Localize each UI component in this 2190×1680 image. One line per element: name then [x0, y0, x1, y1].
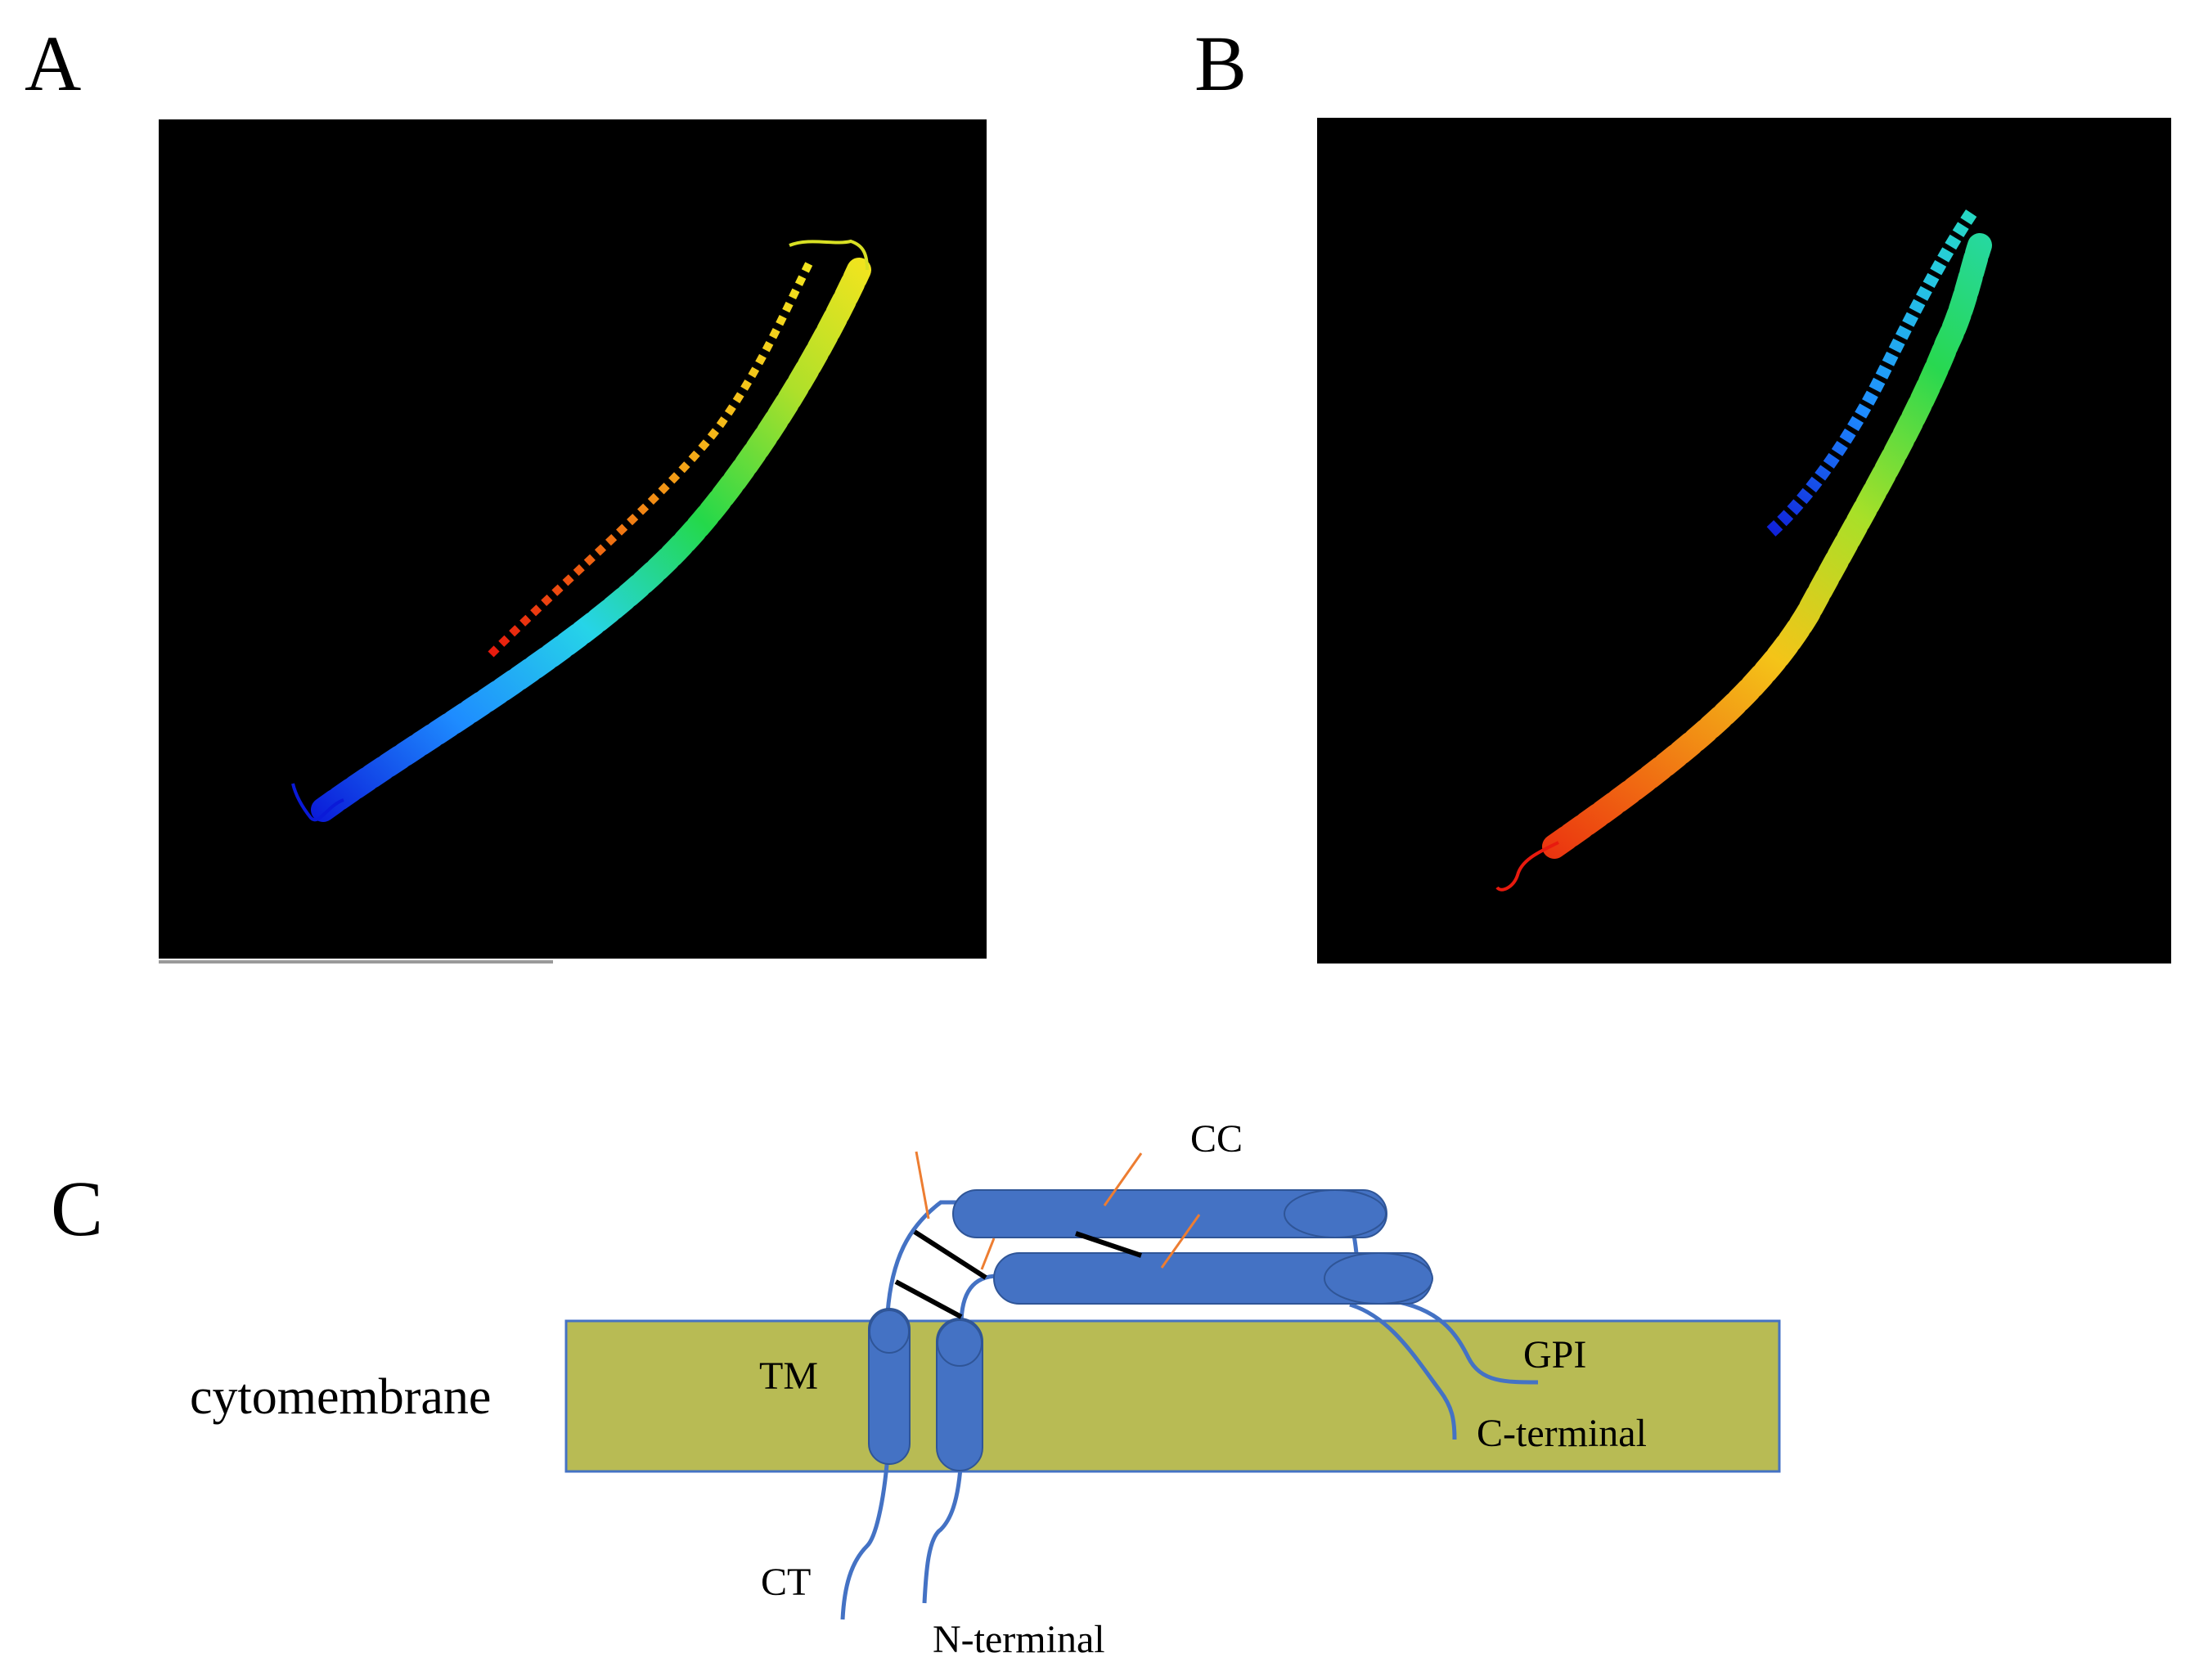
helix-a-loop [789, 239, 869, 271]
helix-a-main [311, 258, 871, 822]
c-terminal-label: C-terminal [1477, 1412, 1647, 1455]
helix-b-main [1542, 233, 1992, 859]
tm-helix-right [936, 1318, 983, 1471]
ct-tail [840, 1455, 890, 1620]
c-terminal-line [1349, 1302, 1457, 1440]
cc-label: CC [1190, 1117, 1243, 1161]
ct-label: CT [761, 1561, 811, 1604]
crosslink-3 [1075, 1231, 1142, 1258]
marker-2 [1103, 1152, 1143, 1206]
gpi-line [1390, 1298, 1539, 1385]
gpi-label: GPI [1523, 1333, 1586, 1377]
tm-helix-left [868, 1308, 911, 1465]
panel-b-label: B [1194, 20, 1247, 107]
helix-a-return [488, 259, 814, 658]
n-terminal-label: N-terminal [933, 1618, 1105, 1661]
tm-label: TM [759, 1354, 818, 1398]
panel-a-label: A [25, 20, 81, 107]
panel-c-label: C [51, 1165, 103, 1252]
crosslink-1 [913, 1229, 987, 1280]
tm-link-left [885, 1200, 961, 1314]
cytomembrane-rect [564, 1319, 1781, 1473]
helix-a-n-tail [291, 783, 344, 822]
marker-3 [1160, 1214, 1201, 1269]
marker-4 [980, 1238, 996, 1270]
structure-a-background [159, 119, 987, 959]
crosslink-2 [894, 1279, 963, 1319]
structure-b-background [1317, 118, 2171, 964]
helix-b-c-tail [1495, 841, 1559, 892]
structure-b [1317, 118, 2171, 964]
cc-helix-lower [993, 1252, 1433, 1305]
tm-link-right [959, 1273, 999, 1326]
schematic-c: cytomembrane CC TM GPI C-terminal CT N-t… [190, 1117, 1781, 1661]
n-terminal-tail [922, 1455, 964, 1604]
structure-a [159, 119, 987, 964]
cc-helix-upper [952, 1189, 1387, 1238]
marker-1 [915, 1151, 930, 1220]
cytomembrane-label: cytomembrane [190, 1369, 491, 1425]
helix-b-branch [1766, 209, 1977, 537]
